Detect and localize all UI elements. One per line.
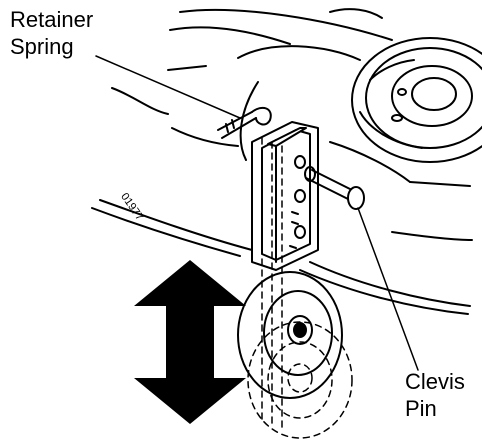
wheel xyxy=(237,271,343,399)
deck-housing xyxy=(91,8,473,315)
retainer-spring-label: Retainer Spring xyxy=(10,6,93,60)
retainer-spring-label-line1: Retainer xyxy=(10,7,94,32)
clevis-pin-label-line1: Clevis xyxy=(405,369,465,394)
height-bracket xyxy=(251,121,319,271)
retainer-spring xyxy=(217,106,272,139)
adjust-up-down-arrow xyxy=(134,260,246,424)
clevis-pin-leader xyxy=(357,207,419,371)
retainer-spring-label-line2: Spring xyxy=(10,34,74,59)
wheel-lowered-ghost xyxy=(247,137,353,439)
deck-dome xyxy=(351,37,482,163)
retainer-spring-leader xyxy=(95,55,241,119)
clevis-pin-label-line2: Pin xyxy=(405,396,437,421)
clevis-pin xyxy=(304,166,365,210)
clevis-pin-label: Clevis Pin xyxy=(405,368,465,422)
